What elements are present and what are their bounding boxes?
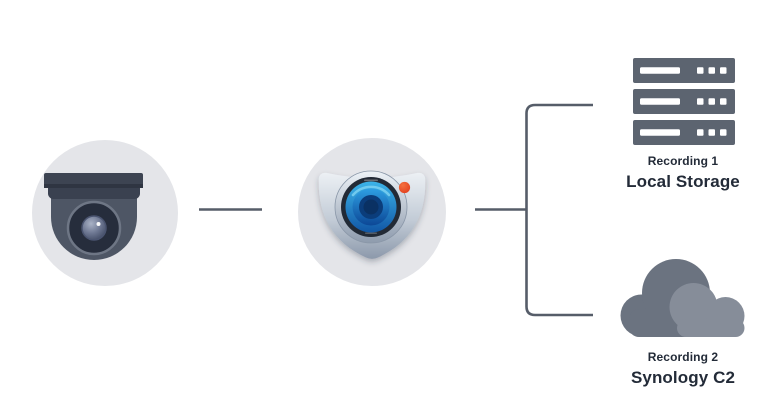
camera-node xyxy=(32,140,178,286)
lens-ring-text-bottom xyxy=(365,232,377,234)
synology-c2-labels: Recording 2 Synology C2 xyxy=(616,350,750,388)
synology-c2-name: Synology C2 xyxy=(630,368,736,387)
destination-synology-c2 xyxy=(616,257,750,339)
local-storage-labels: Recording 1 Local Storage xyxy=(616,154,750,192)
server-stack-icon xyxy=(633,58,735,145)
destination-local-storage xyxy=(616,56,750,147)
recording-1-label: Recording 1 xyxy=(647,154,719,168)
camera-mount-bracket xyxy=(44,173,143,186)
server-bay xyxy=(633,89,735,114)
recording-2-label: Recording 2 xyxy=(647,350,719,364)
camera-lens-highlight xyxy=(96,222,101,226)
camera-mount-strip xyxy=(44,184,143,188)
lens-core xyxy=(363,199,379,215)
surveillance-station-node xyxy=(298,138,446,286)
lens-top-glint xyxy=(351,185,391,197)
recording-indicator-dot xyxy=(398,181,411,194)
camera-neck xyxy=(48,188,140,199)
server-bay xyxy=(633,120,735,145)
camera-lens-ball xyxy=(81,215,107,241)
lens-ring-text-top xyxy=(364,179,378,182)
branch-bracket-line xyxy=(525,103,593,317)
cloud-front-layer xyxy=(669,283,745,337)
local-storage-name: Local Storage xyxy=(626,172,740,191)
server-bay xyxy=(633,58,735,83)
surveillance-station-shield-icon xyxy=(298,138,446,286)
dome-camera-icon xyxy=(32,140,178,286)
cloud-icon xyxy=(620,259,745,337)
